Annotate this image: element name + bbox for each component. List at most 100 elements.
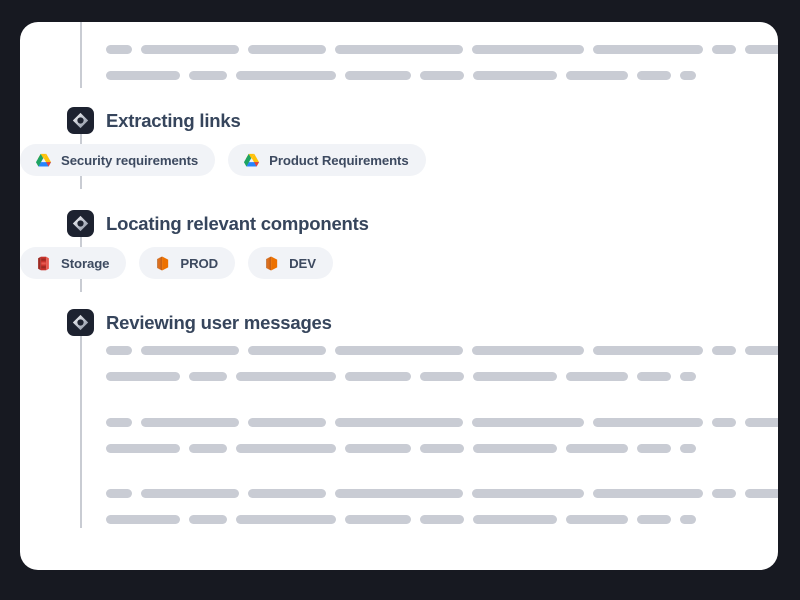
- chip-dev[interactable]: DEV: [248, 247, 333, 279]
- skeleton-segment: [637, 444, 671, 453]
- skeleton-segment: [236, 444, 336, 453]
- diamond-node-icon: [72, 112, 89, 129]
- skeleton-segment: [473, 444, 557, 453]
- chip-label: PROD: [180, 255, 219, 271]
- skeleton-row: [106, 71, 778, 80]
- skeleton-segment: [637, 372, 671, 381]
- step-title-reviewing-user-messages: Reviewing user messages: [106, 312, 332, 333]
- skeleton-segment: [593, 418, 703, 427]
- step-icon-extracting-links: [67, 107, 94, 134]
- google-drive-icon: [242, 151, 260, 169]
- timeline-rail-segment-top: [80, 22, 82, 88]
- aws-cube-icon: [153, 254, 171, 272]
- step-title-locating-relevant-components: Locating relevant components: [106, 213, 369, 234]
- skeleton-segment: [637, 71, 671, 80]
- skeleton-segment: [680, 372, 696, 381]
- skeleton-segment: [345, 372, 411, 381]
- skeleton-segment: [566, 71, 628, 80]
- skeleton-segment: [472, 489, 584, 498]
- skeleton-segment: [335, 489, 463, 498]
- step-icon-locating-relevant-components: [67, 210, 94, 237]
- skeleton-segment: [345, 515, 411, 524]
- skeleton-segment: [566, 444, 628, 453]
- skeleton-segment: [593, 346, 703, 355]
- skeleton-segment: [106, 515, 180, 524]
- skeleton-segment: [189, 372, 227, 381]
- skeleton-segment: [566, 515, 628, 524]
- skeleton-row: [106, 45, 778, 54]
- skeleton-segment: [420, 444, 464, 453]
- skeleton-row: [106, 489, 778, 498]
- skeleton-segment: [236, 372, 336, 381]
- skeleton-block-1: [106, 346, 778, 381]
- chip-prod[interactable]: PROD: [139, 247, 236, 279]
- skeleton-segment: [680, 71, 696, 80]
- skeleton-segment: [335, 418, 463, 427]
- google-drive-icon: [34, 151, 52, 169]
- skeleton-row: [106, 372, 778, 381]
- skeleton-segment: [473, 71, 557, 80]
- skeleton-block-top: [106, 45, 778, 80]
- chip-label: Security requirements: [61, 152, 199, 168]
- chip-product-requirements[interactable]: Product Requirements: [228, 144, 426, 176]
- skeleton-segment: [472, 45, 584, 54]
- step-icon-reviewing-user-messages: [67, 309, 94, 336]
- skeleton-row: [106, 418, 778, 427]
- skeleton-segment: [420, 71, 464, 80]
- chip-label: Storage: [61, 255, 110, 271]
- skeleton-segment: [472, 346, 584, 355]
- skeleton-segment: [745, 346, 778, 355]
- skeleton-block-2: [106, 418, 778, 453]
- skeleton-segment: [712, 489, 736, 498]
- chip-label: DEV: [289, 255, 316, 271]
- diamond-node-icon: [72, 215, 89, 232]
- skeleton-segment: [141, 418, 239, 427]
- skeleton-segment: [745, 45, 778, 54]
- skeleton-segment: [189, 71, 227, 80]
- skeleton-segment: [141, 489, 239, 498]
- skeleton-segment: [472, 418, 584, 427]
- skeleton-segment: [566, 372, 628, 381]
- skeleton-segment: [745, 418, 778, 427]
- diamond-node-icon: [72, 314, 89, 331]
- skeleton-segment: [248, 489, 326, 498]
- skeleton-row: [106, 515, 778, 524]
- skeleton-segment: [745, 489, 778, 498]
- skeleton-segment: [106, 444, 180, 453]
- skeleton-segment: [236, 515, 336, 524]
- chip-row-locating-relevant-components: Storage PROD: [20, 247, 333, 279]
- skeleton-block-3: [106, 489, 778, 524]
- skeleton-segment: [248, 45, 326, 54]
- skeleton-segment: [593, 489, 703, 498]
- skeleton-segment: [712, 346, 736, 355]
- skeleton-segment: [473, 515, 557, 524]
- skeleton-segment: [345, 71, 411, 80]
- skeleton-segment: [335, 346, 463, 355]
- timeline-rail-segment-3: [80, 322, 82, 528]
- skeleton-segment: [248, 346, 326, 355]
- chip-security-requirements[interactable]: Security requirements: [20, 144, 216, 176]
- skeleton-row: [106, 346, 778, 355]
- chip-storage[interactable]: Storage: [20, 247, 127, 279]
- skeleton-segment: [637, 515, 671, 524]
- skeleton-segment: [345, 444, 411, 453]
- aws-cube-icon: [262, 254, 280, 272]
- skeleton-segment: [335, 45, 463, 54]
- skeleton-segment: [473, 372, 557, 381]
- agent-activity-card: Extracting links Security requirements: [20, 22, 778, 570]
- skeleton-segment: [189, 515, 227, 524]
- skeleton-row: [106, 444, 778, 453]
- aws-storage-icon: [34, 254, 52, 272]
- skeleton-segment: [420, 515, 464, 524]
- skeleton-segment: [106, 45, 132, 54]
- skeleton-segment: [141, 45, 239, 54]
- skeleton-segment: [680, 444, 696, 453]
- chip-row-extracting-links: Security requirements Product Requiremen…: [20, 144, 426, 176]
- chip-label: Product Requirements: [269, 152, 409, 168]
- skeleton-segment: [593, 45, 703, 54]
- skeleton-segment: [106, 372, 180, 381]
- skeleton-segment: [712, 418, 736, 427]
- step-title-extracting-links: Extracting links: [106, 110, 241, 131]
- skeleton-segment: [106, 418, 132, 427]
- skeleton-segment: [248, 418, 326, 427]
